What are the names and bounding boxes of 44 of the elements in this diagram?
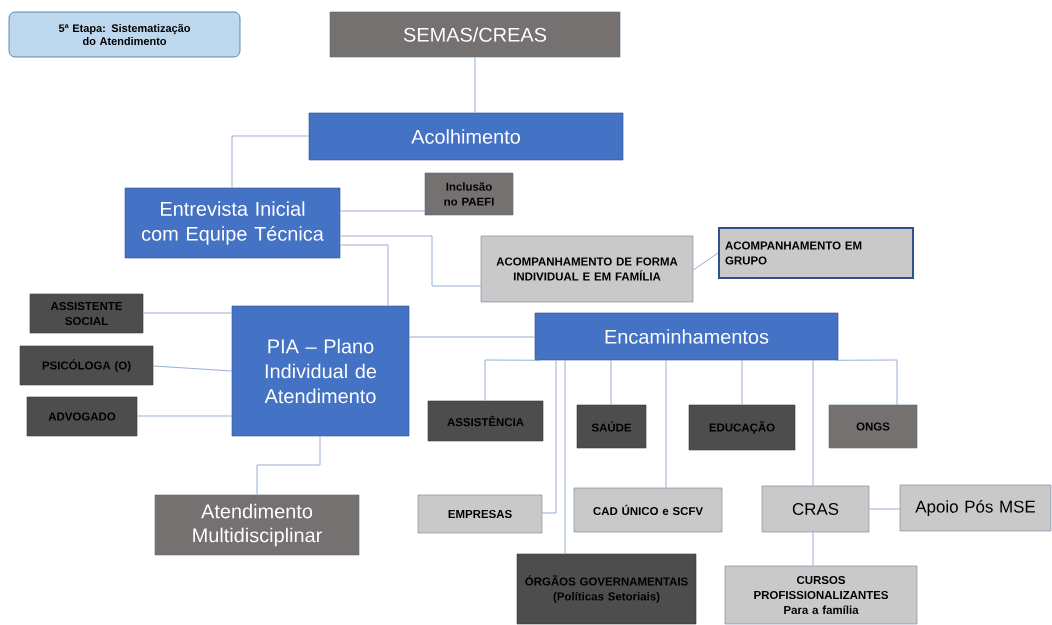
process-box: PSICÓLOGA (O): [19, 345, 154, 386]
connector-line: [339, 210, 426, 212]
process-box: Acolhimento: [308, 112, 624, 161]
connector-line: [474, 56, 476, 114]
process-box: Atendimento Multidisciplinar: [154, 494, 360, 556]
connector-line: [339, 244, 389, 307]
connector-line: [812, 359, 814, 487]
process-box: Entrevista Inicial com Equipe Técnica: [124, 187, 341, 259]
connector-line: [665, 359, 667, 489]
process-box: ASSISTENTE SOCIAL: [29, 293, 144, 334]
connector-line: [484, 359, 541, 402]
process-box: PIA – Plano Individual de Atendimento: [231, 305, 410, 437]
process-box: ONGS: [828, 404, 918, 449]
process-box: CURSOS PROFISSIONALIZANTES Para a família: [724, 565, 918, 625]
connector-line: [835, 359, 898, 406]
process-box: ACOMPANHAMENTO DE FORMA INDIVIDUAL E EM FAMÍLIA: [480, 235, 694, 303]
connector-line: [256, 435, 321, 496]
connector-line: [541, 359, 557, 514]
connector-line: [142, 312, 233, 314]
connector-line: [408, 336, 536, 338]
connector-line: [339, 235, 482, 287]
process-box: SAÚDE: [576, 404, 647, 449]
connector-line: [564, 359, 566, 555]
process-box: ADVOGADO: [26, 396, 138, 437]
connector-line: [741, 359, 743, 406]
connector-line: [610, 359, 612, 406]
process-box: Inclusão no PAEFI: [424, 172, 514, 216]
connector-line: [692, 252, 719, 271]
process-box: ÓRGÃOS GOVERNAMENTAIS (Políticas Setoriais): [516, 553, 697, 625]
process-box: ACOMPANHAMENTO EM GRUPO: [718, 227, 914, 279]
connector-line: [152, 365, 233, 372]
process-box: SEMAS/CREAS: [329, 11, 621, 58]
process-box: Encaminhamentos: [534, 312, 839, 361]
process-box: ASSISTÊNCIA: [427, 400, 544, 442]
connector-line: [812, 531, 814, 567]
connector-line: [136, 415, 233, 417]
process-box: CRAS: [761, 485, 870, 533]
process-box: EDUCAÇÃO: [688, 404, 796, 451]
process-box: Apoio Pós MSE: [899, 484, 1052, 532]
connector-line: [868, 508, 901, 510]
process-box: EMPRESAS: [417, 494, 543, 534]
connector-line: [231, 135, 310, 189]
process-box: CAD ÚNICO e SCFV: [573, 487, 723, 533]
stage-label-box: 5ª Etapa: Sistematização do Atendimento: [8, 11, 241, 58]
